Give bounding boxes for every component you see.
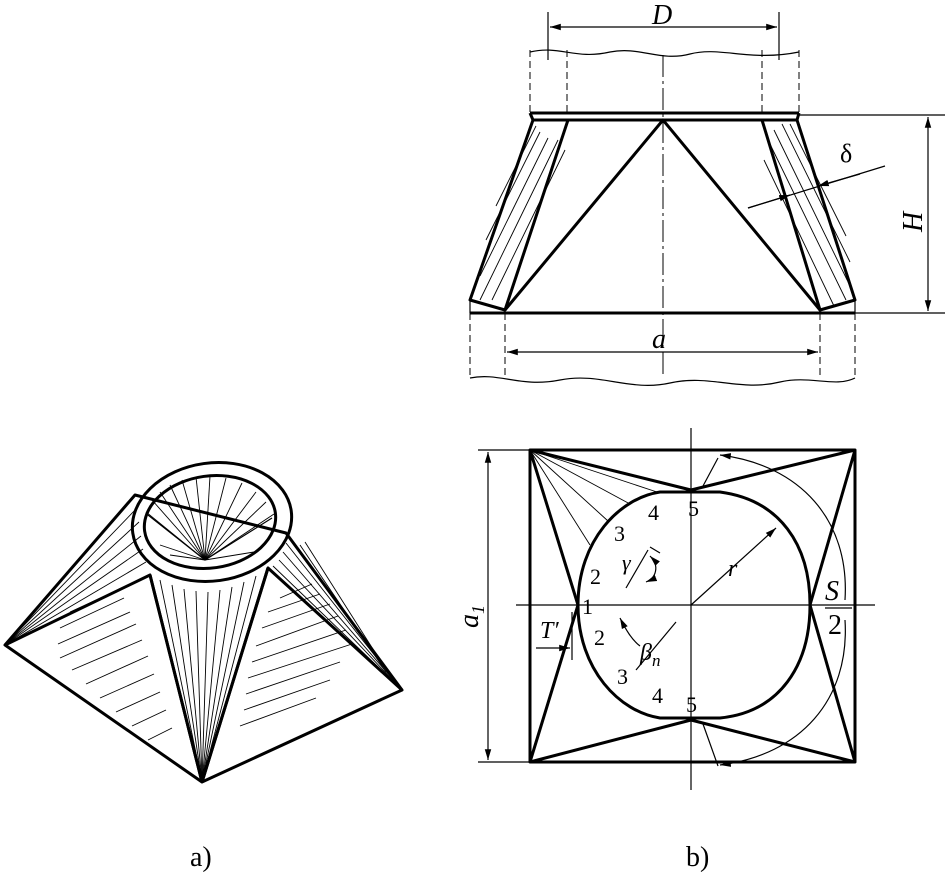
point-5-bottom: 5 [686,692,697,717]
label-delta: δ [840,139,852,168]
point-2-bottom: 2 [594,625,605,650]
point-2-top: 2 [590,564,601,589]
point-5-top: 5 [688,496,699,521]
front-elevation: D H δ a [468,0,945,386]
label-T: T′ [540,618,559,644]
label-H: H [898,210,929,233]
arc-S-bottom [719,619,846,767]
arc-S-top [719,453,846,601]
isometric-view [3,461,404,784]
label-a1: a1 [454,605,488,628]
label-S-two: 2 [828,610,842,641]
fan-lines-plan [529,449,661,546]
ring-outer [130,461,294,583]
label-r: r [728,556,738,582]
plan-view: a1 r S 2 γ [454,428,875,790]
triangle-left [4,573,204,783]
fan-lines-right [272,532,403,691]
point-3-top: 3 [614,521,625,546]
center-triangle [503,118,822,311]
cone-lines-front [159,575,257,783]
point-1: 1 [582,594,593,619]
hatch-right-face [239,583,353,727]
label-beta: βn [639,640,660,670]
panel-label-b: b) [686,842,709,872]
lower-break-line [469,376,856,386]
point-4-top: 4 [648,500,659,525]
hatch-left-face [57,589,173,741]
plan-square [528,448,857,764]
hatch-left-wall [479,125,566,301]
label-D: D [651,0,672,31]
right-wall [760,119,857,312]
label-a: a [652,324,666,355]
radius-r [690,527,777,606]
label-S: S [825,576,839,607]
point-4-bottom: 4 [652,683,663,708]
left-wall [468,119,570,312]
point-3-bottom: 3 [617,664,628,689]
ring-inner [142,474,278,570]
panel-label-a: a) [190,842,212,872]
upper-break-line [529,49,800,57]
label-gamma: γ [622,550,632,575]
ring-interior-fan [145,475,275,561]
fan-lines-left [4,494,147,646]
